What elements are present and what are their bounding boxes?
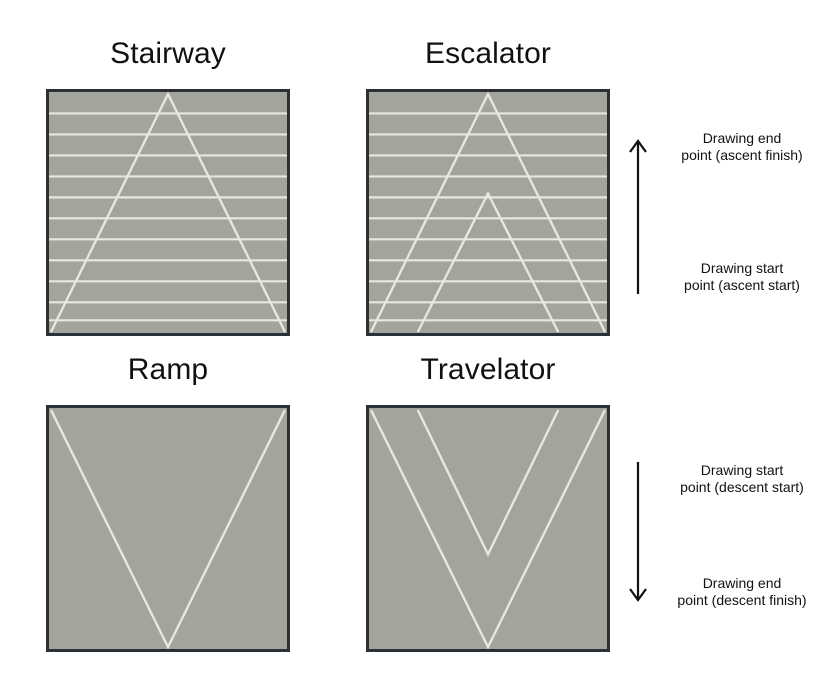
ramp-diagram-svg	[49, 409, 287, 649]
escalator-ascent-path-outer	[369, 92, 607, 333]
panel-title-stairway: Stairway	[110, 37, 226, 70]
travelator-descent-path-outer	[369, 409, 607, 649]
annotation-descent-end-line2: point (descent finish)	[677, 592, 807, 608]
arrow-down-icon	[629, 462, 647, 602]
annotation-descent-start-line2: point (descent start)	[680, 479, 804, 495]
travelator-descent-path-inner	[416, 409, 560, 558]
annotation-descent: Drawing start point (descent start) Draw…	[626, 462, 832, 622]
stairway-ascent-path	[49, 92, 287, 333]
annotation-descent-start-line1: Drawing start	[700, 462, 784, 478]
stairway-diagram-svg	[49, 92, 287, 333]
stairway-step-lines	[49, 112, 287, 322]
annotation-ascent-start-label: Drawing start point (ascent start)	[662, 260, 822, 294]
annotation-ascent-end-label: Drawing end point (ascent finish)	[662, 130, 822, 164]
panel-escalator: Escalator	[366, 36, 610, 336]
panel-box-travelator	[366, 405, 610, 652]
panel-title-travelator: Travelator	[420, 353, 556, 386]
panel-ramp: Ramp	[46, 352, 290, 652]
panel-stairway: Stairway	[46, 36, 290, 336]
panel-box-stairway	[46, 89, 290, 336]
annotation-ascent-end-line2: point (ascent finish)	[681, 147, 803, 163]
annotation-descent-end-line1: Drawing end	[702, 575, 782, 591]
arrow-up-icon	[629, 139, 647, 294]
annotation-ascent-start-line2: point (ascent start)	[684, 277, 800, 293]
panel-box-escalator	[366, 89, 610, 336]
annotation-ascent: Drawing end point (ascent finish) Drawin…	[626, 130, 832, 310]
escalator-diagram-svg	[369, 92, 607, 333]
travelator-diagram-svg	[369, 409, 607, 649]
annotation-ascent-end-line1: Drawing end	[702, 130, 782, 146]
panel-box-ramp	[46, 405, 290, 652]
ramp-descent-path	[49, 409, 287, 649]
escalator-ascent-path-inner	[416, 190, 560, 333]
panel-title-escalator: Escalator	[425, 37, 551, 70]
escalator-step-lines	[369, 112, 607, 322]
annotation-ascent-start-line1: Drawing start	[700, 260, 784, 276]
annotation-descent-start-label: Drawing start point (descent start)	[662, 462, 822, 496]
panel-travelator: Travelator	[366, 352, 610, 652]
annotation-descent-end-label: Drawing end point (descent finish)	[662, 575, 822, 609]
panel-title-ramp: Ramp	[127, 353, 209, 386]
